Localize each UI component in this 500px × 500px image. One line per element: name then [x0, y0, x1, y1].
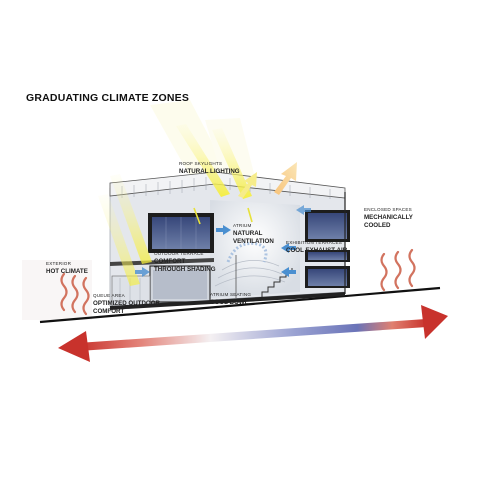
- label-small: ROOF SKYLIGHTS: [179, 161, 223, 166]
- label-small: EXTERIOR: [46, 261, 72, 266]
- label-small: EXHIBITION TERRACES: [286, 240, 343, 245]
- right-upper-glazing: [308, 213, 347, 239]
- label-bold: NATURAL LIGHTING: [179, 168, 240, 175]
- label-small: ATRIUM SEATING: [210, 292, 252, 297]
- air-flow-arrow-icon: [135, 205, 311, 277]
- label-enclosed-spaces: ENCLOSED SPACES MECHANICALLY COOLED: [364, 206, 413, 230]
- label-small: ATRIUM: [233, 223, 252, 228]
- label-queue-area: QUEUE AREA OPTIMIZED OUTDOOR COMFORT: [93, 292, 160, 316]
- label-small: ENCLOSED SPACES: [364, 207, 412, 212]
- label-small: QUEUE AREA: [93, 293, 125, 298]
- label-exterior: EXTERIOR HOT CLIMATE: [46, 260, 88, 276]
- label-atrium: ATRIUM NATURAL VENTILATION: [233, 222, 274, 246]
- sun-ray-icon: [98, 124, 253, 286]
- label-roof-skylights: ROOF SKYLIGHTS NATURAL LIGHTING: [179, 160, 240, 176]
- label-small: OUTDOOR TERRACE: [154, 251, 204, 256]
- cool-bowl: [214, 260, 286, 287]
- label-bold: OPTIMIZED OUTDOOR: [93, 300, 161, 307]
- label-bold: COOL EXHAUST AIR: [286, 247, 348, 254]
- label-outdoor-terrace: OUTDOOR TERRACE COMFORT THROUGH SHADING: [154, 250, 216, 274]
- page-title: GRADUATING CLIMATE ZONES: [26, 92, 190, 104]
- label-bold: HOT CLIMATE: [46, 268, 88, 275]
- label-bold: COOLED: [364, 222, 391, 229]
- label-bold: COMFORT: [93, 308, 125, 315]
- heat-wave-icon: [60, 248, 416, 316]
- label-bold: VENTILATION: [233, 238, 274, 245]
- label-exhibition-terraces: EXHIBITION TERRACES COOL EXHAUST AIR: [286, 239, 347, 255]
- label-bold: COMFORT: [154, 258, 186, 265]
- ground-line: [39, 286, 441, 324]
- label-bold: COOL BOWL: [210, 299, 249, 306]
- label-atrium-seating: ATRIUM SEATING COOL BOWL: [210, 291, 251, 307]
- ventilation-swirl: [226, 241, 268, 263]
- label-bold: MECHANICALLY: [364, 214, 413, 221]
- hot-haze: [22, 260, 92, 320]
- label-bold: THROUGH SHADING: [154, 266, 216, 273]
- exhaust-arrow-icon: [238, 162, 297, 198]
- graduating-arrow-band: [58, 305, 448, 362]
- label-bold: NATURAL: [233, 230, 263, 237]
